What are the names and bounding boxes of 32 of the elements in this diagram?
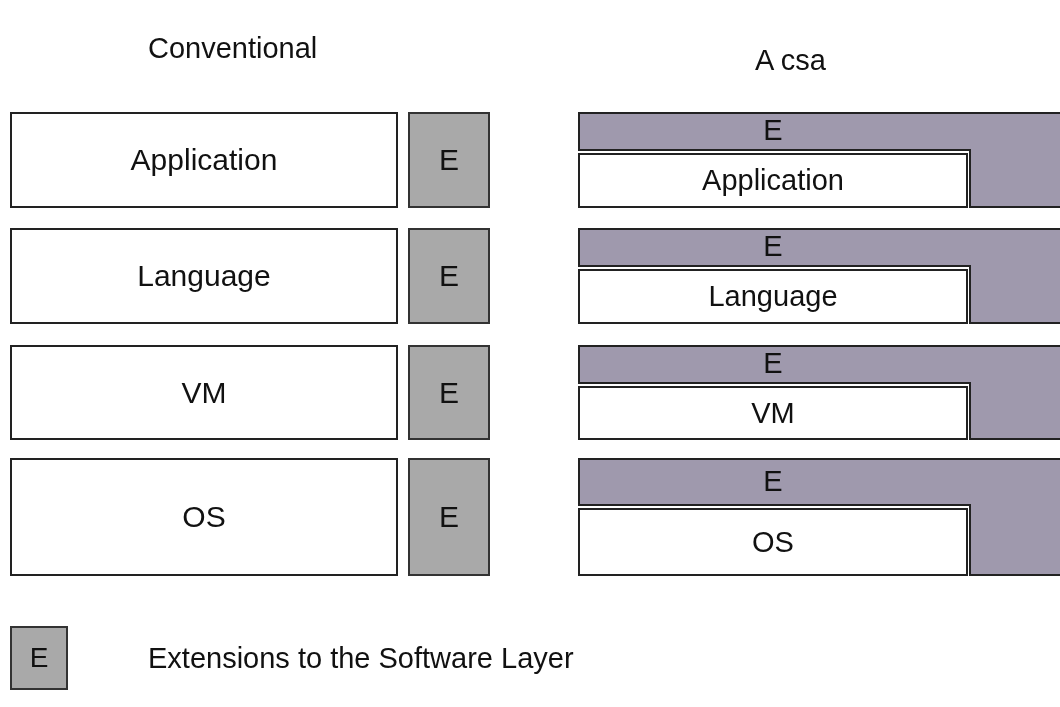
extension-box [408,228,490,324]
extension-label: E [762,230,784,263]
extension-box [408,458,490,576]
layer-box [10,458,398,576]
swatch-label: E [29,642,49,674]
layer-label: Application [130,143,278,177]
column-heading: Conventional [148,32,318,65]
extension-label: E [762,465,784,498]
layer-box [578,153,968,208]
layer-label: OS [752,525,794,559]
extension-label: E [439,375,459,410]
column-heading: A csa [755,44,826,77]
layer-box [10,345,398,440]
layer-box [578,386,968,440]
extension-box [408,345,490,440]
layer-box [578,269,968,324]
layer-box [10,112,398,208]
layer-label: Language [708,280,838,313]
extension-label: E [762,114,784,147]
layer-label: VM [751,396,795,430]
extension-box [408,112,490,208]
legend-label: Extensions to the Software Layer [148,642,574,675]
extension-label: E [439,259,459,293]
layer-label: Application [702,164,844,197]
layer-box [578,508,968,576]
extension-label: E [762,347,784,380]
layer-label: OS [182,500,226,534]
layer-label: VM [181,375,227,410]
layer-box [10,228,398,324]
extension-label: E [439,500,459,534]
layer-label: Language [137,259,271,293]
extension-label: E [439,143,459,177]
